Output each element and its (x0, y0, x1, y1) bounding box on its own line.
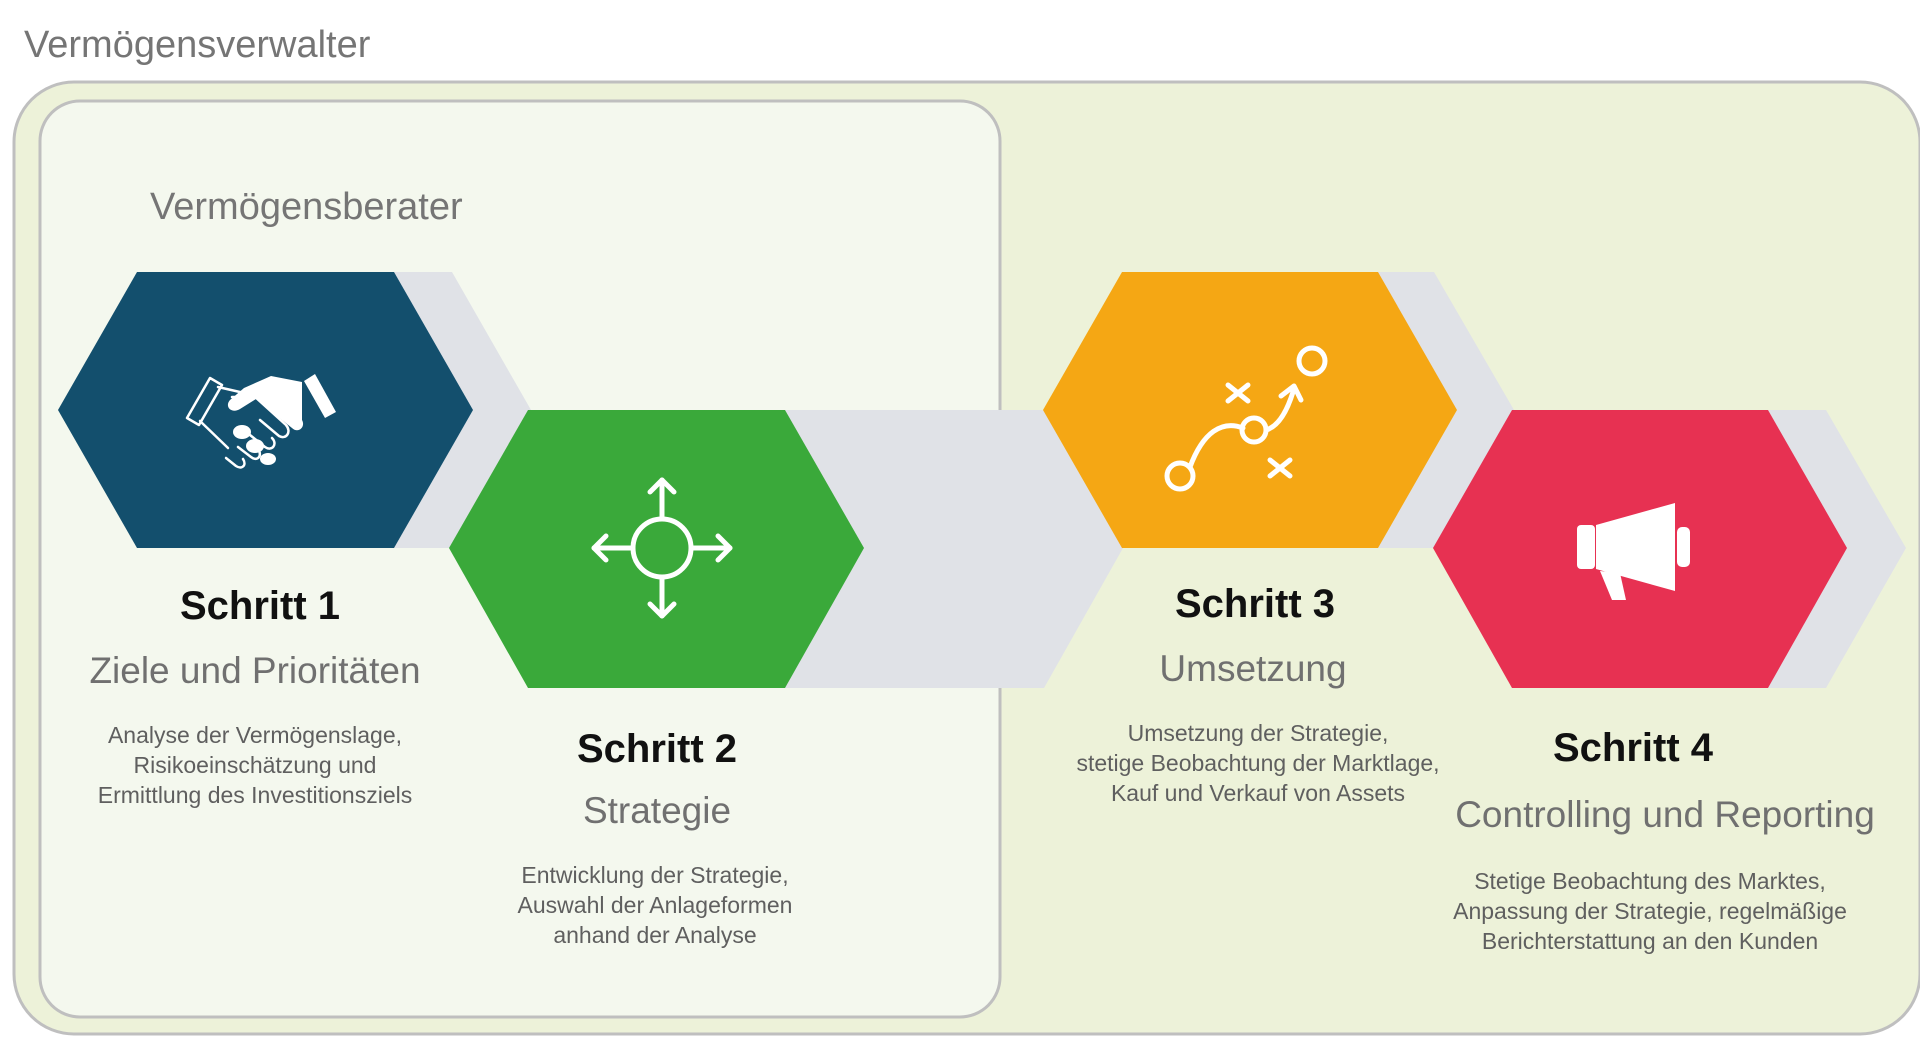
step-4-description-line: Berichterstattung an den Kunden (1481, 928, 1819, 954)
step-2-description: Entwicklung der Strategie, Auswahl der A… (518, 860, 793, 950)
step-3-description-line: Umsetzung der Strategie, (1127, 720, 1389, 746)
step-1-subtitle: Ziele und Prioritäten (89, 650, 421, 691)
step-3-title: Schritt 3 (1174, 582, 1336, 626)
step-1-hexagon (58, 272, 473, 548)
handshake-right-hand (227, 374, 336, 465)
step-4-subtitle: Controlling und Reporting (1455, 794, 1875, 835)
step-3-hexagon (1043, 272, 1457, 548)
step-2-description-line: Auswahl der Anlageformen (517, 892, 793, 918)
step-3-description: Umsetzung der Strategie, stetige Beobach… (1076, 718, 1439, 808)
inner-container-label: Vermögensberater (150, 186, 463, 228)
step-2-title: Schritt 2 (576, 727, 738, 771)
step-4-description: Stetige Beobachtung des Marktes, Anpassu… (1453, 866, 1847, 956)
megaphone-icon (1577, 503, 1690, 600)
step-4-description-line: Stetige Beobachtung des Marktes, (1474, 868, 1826, 894)
step-4-description-line: Anpassung der Strategie, regelmäßige (1453, 898, 1847, 924)
compass-arrows-icon (591, 477, 733, 619)
step-4-title: Schritt 4 (1552, 726, 1714, 770)
step-1-description-line: Ermittlung des Investitionsziels (97, 782, 413, 808)
step-2-hexagon (449, 410, 864, 688)
step-3-description-line: Kauf und Verkauf von Assets (1110, 780, 1406, 806)
outer-container-label: Vermögensverwalter (24, 24, 371, 66)
step-1-description-line: Analyse der Vermögenslage, (107, 722, 403, 748)
connector-2 (780, 410, 1123, 688)
step-3-subtitle: Umsetzung (1159, 648, 1347, 689)
step-2-description-line: Entwicklung der Strategie, (521, 862, 789, 888)
step-2-subtitle: Strategie (582, 790, 732, 831)
step-3-description-line: stetige Beobachtung der Marktlage, (1076, 750, 1440, 776)
step-1-description: Analyse der Vermögenslage, Risikoeinschä… (98, 720, 412, 810)
step-1-description-line: Risikoeinschätzung und (133, 752, 377, 778)
strategy-path-icon (1164, 345, 1328, 492)
step-2-description-line: anhand der Analyse (553, 922, 757, 948)
step-1-title: Schritt 1 (179, 584, 341, 628)
